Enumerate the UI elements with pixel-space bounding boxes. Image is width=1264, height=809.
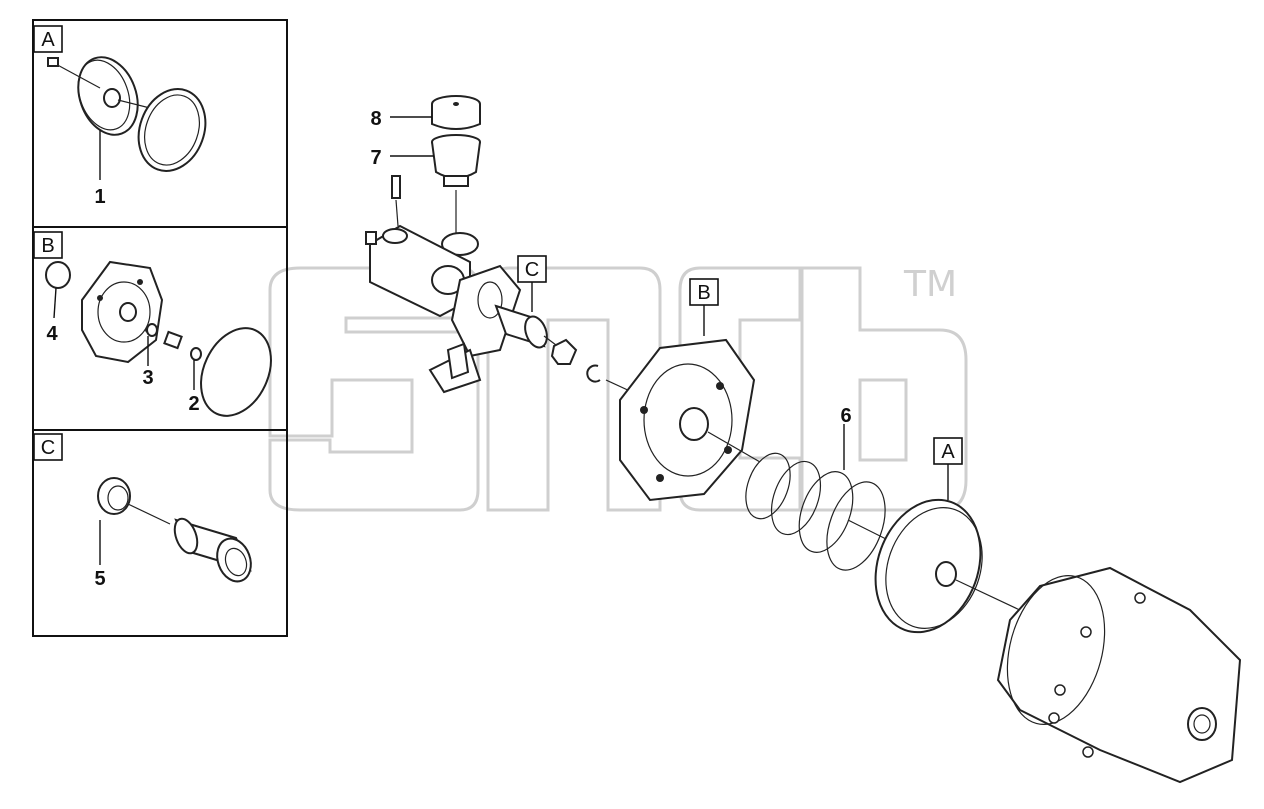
valve-housing-part	[619, 338, 756, 502]
piston-part	[47, 56, 139, 136]
reservoir-seal-part	[441, 232, 479, 256]
o-ring-part	[45, 261, 71, 289]
callout-a: A	[941, 441, 955, 463]
panel-a-letter: A	[41, 29, 55, 51]
label-7: 7	[370, 147, 381, 169]
master-cylinder-part	[365, 224, 522, 394]
seal-ring-part	[137, 88, 207, 172]
panel-c: C 5	[32, 429, 288, 637]
label-1: 1	[94, 186, 105, 208]
diaphragm-part	[200, 327, 272, 417]
nut-part	[550, 338, 578, 365]
label-5: 5	[94, 568, 105, 590]
bleed-nipple-part	[391, 175, 401, 227]
callout-b: B	[697, 282, 710, 304]
valve-part	[146, 323, 158, 337]
cylinder-housing-part	[996, 566, 1242, 784]
label-2: 2	[188, 393, 199, 415]
callout-c: C	[525, 259, 539, 281]
watermark-tm: TM	[903, 264, 957, 305]
panel-c-letter: C	[41, 437, 55, 459]
label-8: 8	[370, 108, 381, 130]
label-3: 3	[142, 367, 153, 389]
watermark-logo: TM	[268, 264, 968, 512]
panel-b-letter: B	[41, 235, 54, 257]
label-6: 6	[840, 405, 851, 427]
cap-part	[97, 477, 131, 515]
label-4: 4	[46, 323, 58, 345]
piston-assembly-part	[494, 304, 548, 349]
panel-b: B 4 3 2	[32, 226, 288, 431]
panel-a: A 1	[32, 19, 288, 228]
washer-part	[190, 347, 202, 361]
circlip-part	[586, 364, 601, 383]
main-piston-part	[874, 498, 983, 634]
valve-body-part	[81, 260, 164, 364]
spring-part	[745, 452, 886, 571]
reservoir-cup-part	[431, 134, 481, 187]
sleeve-part	[173, 517, 252, 583]
pin-part	[163, 330, 183, 350]
reservoir-cap-part	[431, 95, 481, 130]
